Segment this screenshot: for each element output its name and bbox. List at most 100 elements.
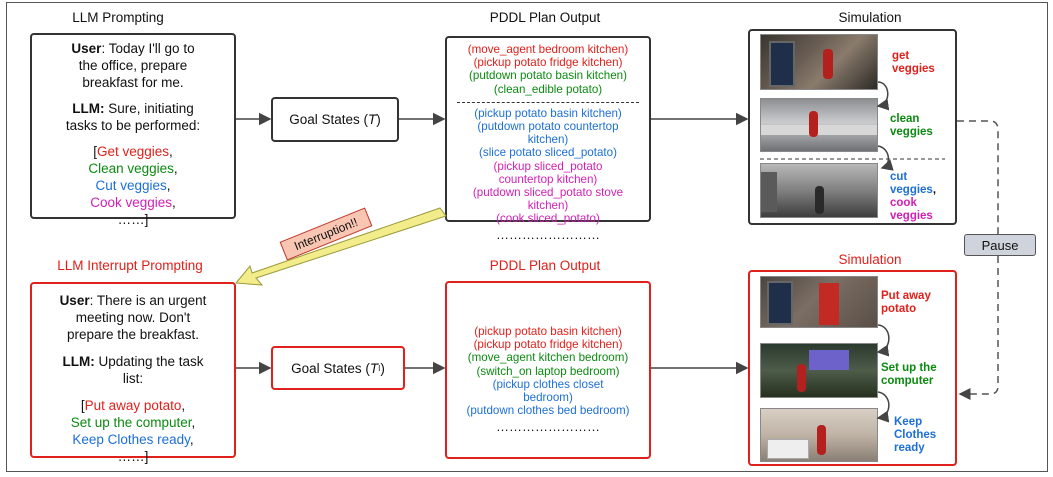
goal-symbol: T <box>368 112 377 127</box>
llm-text: Updating the task <box>94 354 204 369</box>
title-llm-prompting: LLM Prompting <box>72 10 164 25</box>
plan-group-2: (pickup potato basin kitchen)(putdown po… <box>447 107 649 226</box>
label-line: ready <box>894 442 925 454</box>
sim-label-put-away: Put away potato <box>881 290 931 316</box>
label-line: veggies <box>892 63 935 75</box>
task-cut-veggies: Cut veggies <box>95 178 167 193</box>
label-line: veggies <box>890 126 933 138</box>
title-simulation-bottom: Simulation <box>838 252 902 267</box>
plan-line: countertop kitchen) <box>498 172 598 186</box>
label-line: Clothes <box>894 429 937 441</box>
llm-label: LLM: <box>72 101 105 116</box>
comma: , <box>172 195 176 210</box>
user-text: : There is an urgent <box>89 293 207 308</box>
plan-line: (pickup potato fridge kitchen) <box>473 56 623 70</box>
user-text: breakfast for me. <box>82 75 184 90</box>
plan-line: (pickup potato basin kitchen) <box>474 106 622 120</box>
comma: , <box>181 398 186 413</box>
interruption-arrow <box>235 207 447 286</box>
pause-dash-top <box>957 120 999 234</box>
label-line: cook <box>890 197 917 209</box>
sim-label-cut-cook: cut veggies, cook veggies <box>890 171 936 223</box>
label-line: clean <box>890 113 920 125</box>
plan-dots: …………………… <box>496 419 600 435</box>
sim-label-set-up: Set up the computer <box>881 362 937 388</box>
goal-close: ) <box>380 360 385 376</box>
comma: , <box>191 415 196 430</box>
comma: , <box>169 144 173 159</box>
plan-line: (pickup potato basin kitchen) <box>474 325 622 338</box>
bottom-prompt-box: User: There is an urgent meeting now. Do… <box>30 282 236 464</box>
plan-line: (putdown potato countertop <box>477 120 619 134</box>
plan-line: (move_agent bedroom kitchen) <box>467 43 629 56</box>
plan-line: (pickup clothes closet <box>492 377 604 391</box>
plan-line: (pickup sliced_potato <box>493 159 603 173</box>
sim-image-get-veggies <box>760 34 878 90</box>
ellipsis: ……] <box>117 212 149 227</box>
label-line: get <box>892 50 910 62</box>
goal-label: Goal States ( <box>291 360 370 376</box>
plan-dots: …………………… <box>496 226 600 242</box>
sim-label-get-veggies: get veggies <box>892 50 935 76</box>
pddl-plan-bottom: (pickup potato basin kitchen)(pickup pot… <box>445 281 651 459</box>
goal-states-top: Goal States (T) <box>271 97 399 142</box>
llm-label: LLM: <box>62 354 95 369</box>
user-text: meeting now. Don't <box>75 310 191 325</box>
goal-close: ) <box>376 112 381 127</box>
sim-image-clean-veggies <box>760 98 878 152</box>
plan-line: (move_agent kitchen bedroom) <box>467 351 629 365</box>
comma: , <box>932 184 937 196</box>
task-set-up-computer: Set up the computer <box>70 415 192 430</box>
goal-subscript: I <box>378 363 381 373</box>
pddl-plan-top: (move_agent bedroom kitchen)(pickup pota… <box>445 36 651 241</box>
title-pddl-top: PDDL Plan Output <box>489 10 601 25</box>
user-text: the office, prepare <box>78 58 188 73</box>
bracket: [ <box>93 144 97 159</box>
plan-line: (switch_on laptop bedroom) <box>476 364 620 378</box>
sim-image-put-away-potato <box>760 276 878 328</box>
plan-line: bedroom) <box>523 391 573 405</box>
plan-line: (putdown potato basin kitchen) <box>469 69 627 83</box>
ellipsis: ……] <box>117 449 149 464</box>
llm-text: Sure, initiating <box>104 101 194 116</box>
user-label: User <box>59 293 90 308</box>
user-text: : Today I'll go to <box>101 41 195 56</box>
pause-box: Pause <box>964 234 1036 256</box>
plan-group-1: (move_agent bedroom kitchen)(pickup pota… <box>447 43 649 96</box>
goal-label: Goal States ( <box>289 112 369 127</box>
label-line: veggies <box>890 184 933 196</box>
task-put-away-potato: Put away potato <box>84 398 182 413</box>
plan-line: (clean_edible potato) <box>493 82 603 96</box>
pause-dash-bottom <box>958 256 999 400</box>
plan-line: (putdown sliced_potato stove <box>472 186 624 200</box>
sim-arrow-3 <box>876 324 890 357</box>
task-clean-veggies: Clean veggies <box>88 161 174 176</box>
plan-divider <box>457 101 639 103</box>
user-label: User <box>71 41 102 56</box>
sim-arrow-2 <box>877 145 894 171</box>
sim-image-cut-veggies <box>760 163 878 218</box>
label-line: Keep <box>894 416 923 428</box>
task-cook-veggies: Cook veggies <box>90 195 173 210</box>
top-prompt-box: User: Today I'll go to the office, prepa… <box>30 33 236 227</box>
sim-label-keep-clothes: Keep Clothes ready <box>894 416 936 455</box>
bracket: [ <box>80 398 85 413</box>
sim-image-set-up-computer <box>760 343 878 398</box>
figure-frame <box>6 2 1048 472</box>
sim-label-clean-veggies: clean veggies <box>890 113 933 139</box>
title-simulation-top: Simulation <box>838 10 902 25</box>
comma: , <box>173 161 178 176</box>
llm-text: tasks to be performed: <box>65 118 201 133</box>
label-line: Put away <box>881 290 931 302</box>
task-keep-clothes-ready: Keep Clothes ready <box>72 432 190 447</box>
llm-text: list: <box>122 371 144 386</box>
plan-line: (putdown clothes bed bedroom) <box>466 404 630 418</box>
label-line: potato <box>881 303 917 315</box>
plan-line: kitchen) <box>527 199 569 213</box>
comma: , <box>189 432 194 447</box>
label-line: computer <box>881 375 934 387</box>
task-get-veggies: Get veggies <box>96 144 170 159</box>
plan-line: kitchen) <box>527 133 569 147</box>
